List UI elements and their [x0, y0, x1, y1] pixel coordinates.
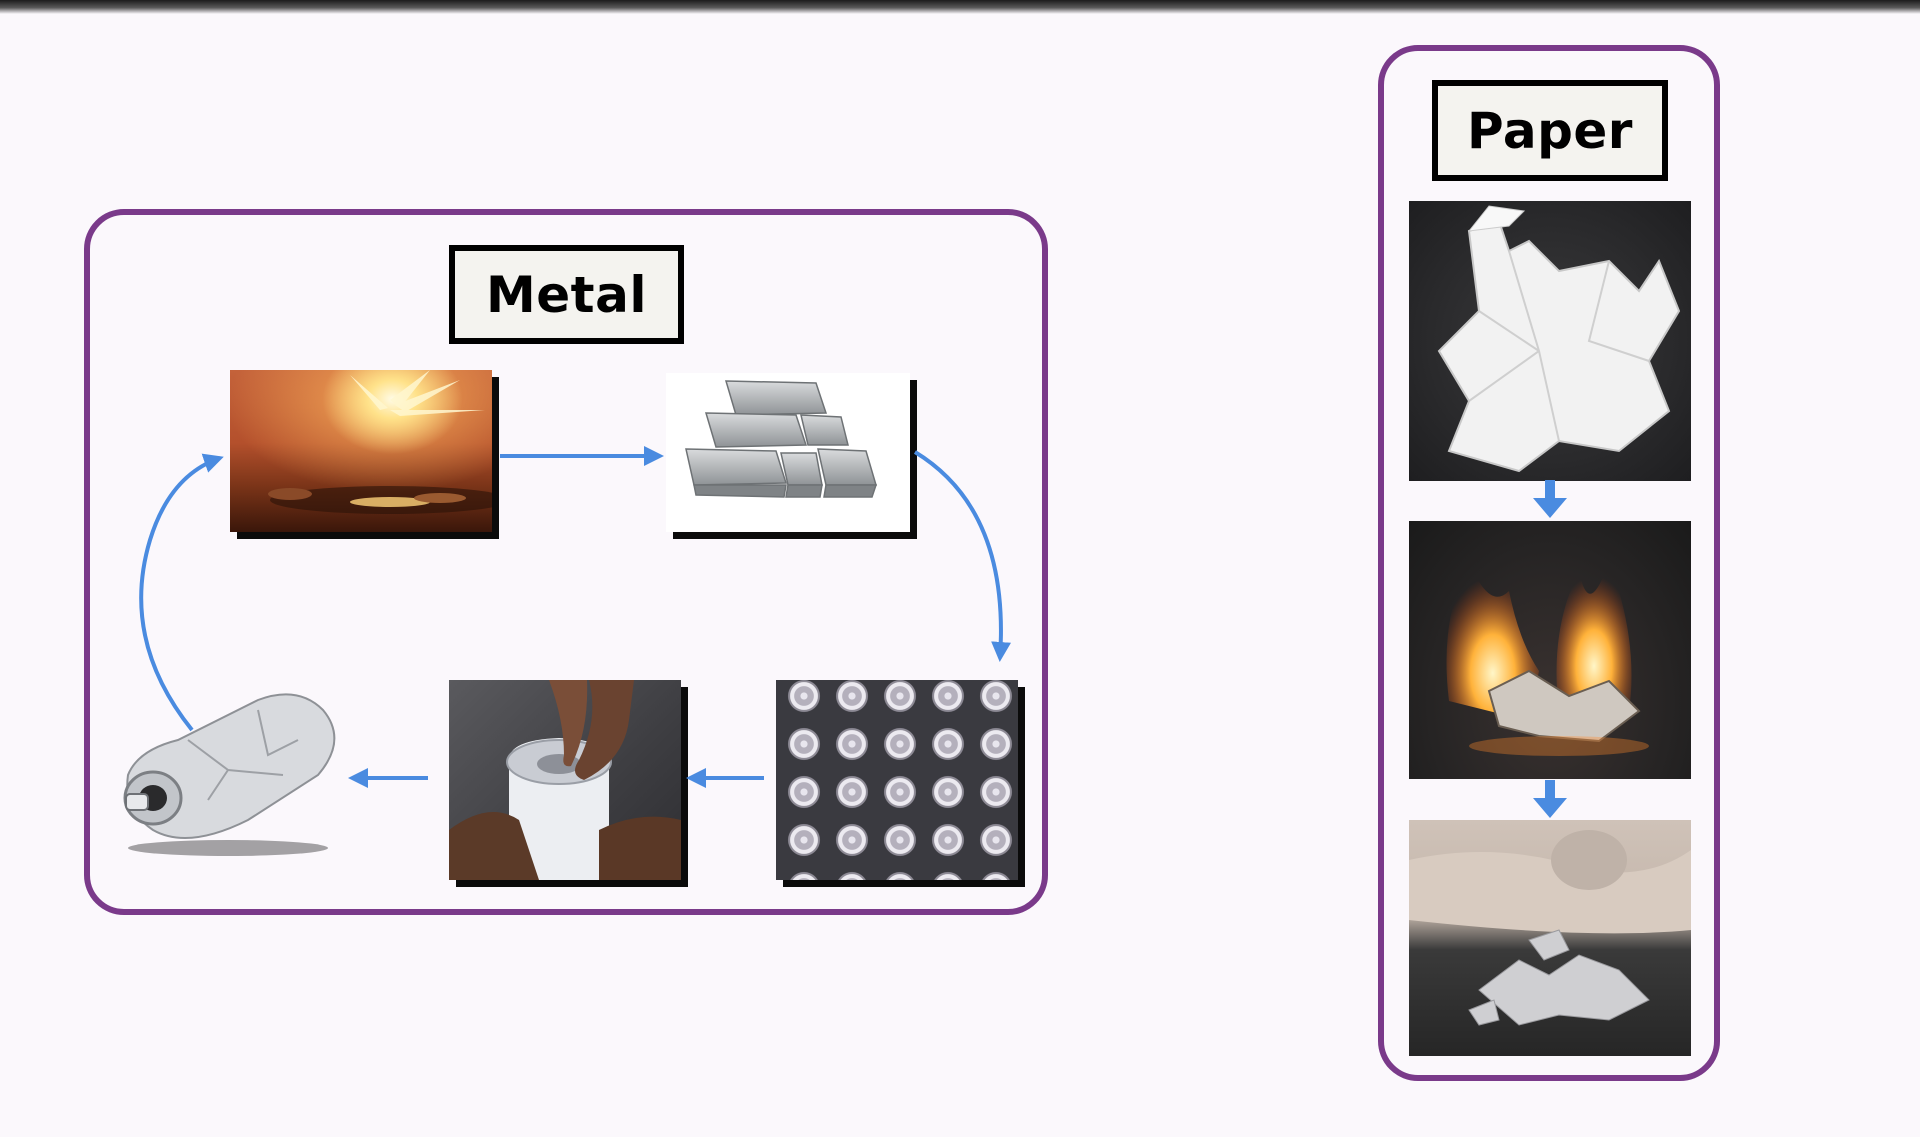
- molten-metal-furnace-image: [230, 370, 492, 532]
- crushed-can-image: [108, 680, 354, 860]
- hands-opening-can-image: [449, 680, 681, 880]
- crumpled-paper-image: [1409, 201, 1691, 481]
- aluminum-cans-image: [776, 680, 1018, 880]
- window-top-edge: [0, 0, 1920, 14]
- paper-title: Paper: [1432, 80, 1668, 181]
- metal-title: Metal: [449, 245, 684, 344]
- burning-paper-image: [1409, 521, 1691, 779]
- paper-ash-image: [1409, 820, 1691, 1056]
- metal-ingots-image: [666, 373, 910, 532]
